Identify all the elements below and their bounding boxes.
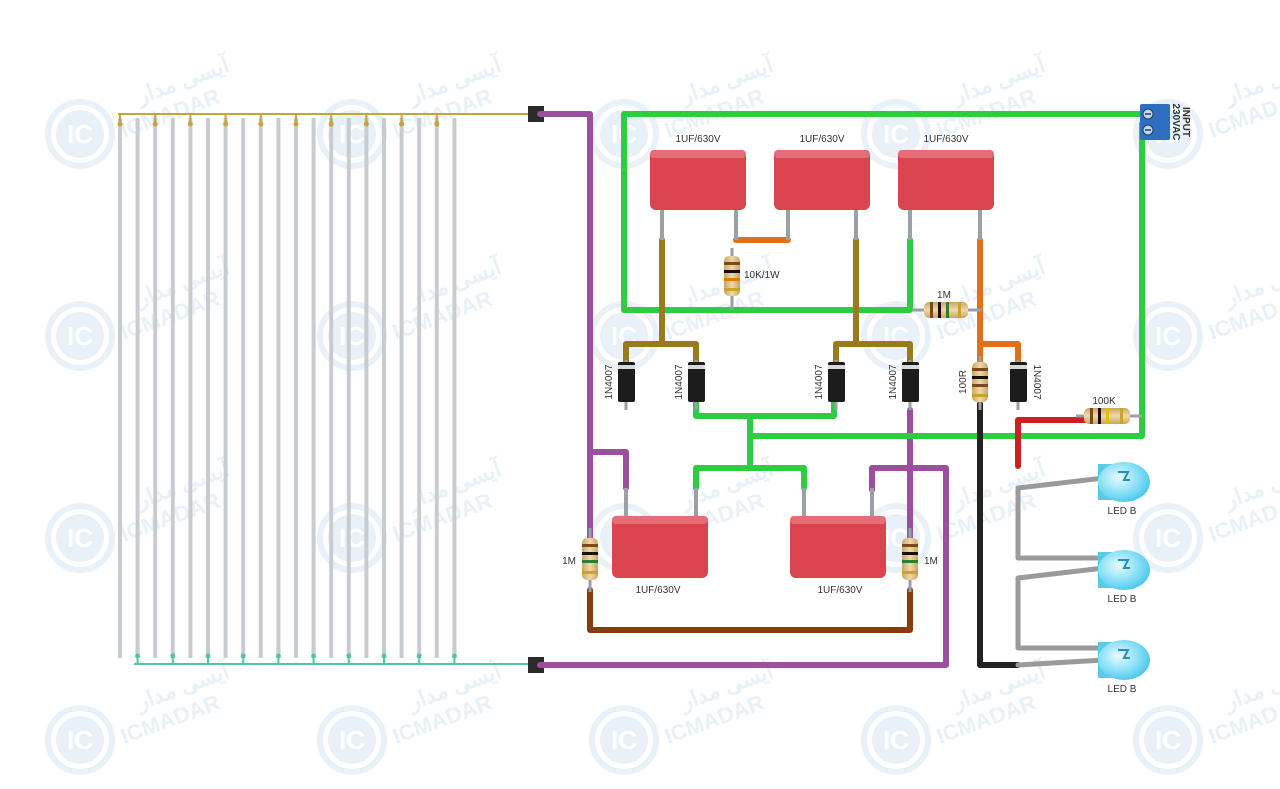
resistor-100k — [1076, 408, 1142, 424]
led-2-label: LED B — [1108, 594, 1137, 605]
grid-terminal-bottom — [528, 657, 544, 673]
red-wire — [1015, 417, 1093, 469]
diode-3-label: 1N4007 — [814, 364, 825, 399]
diode-4-label: 1N4007 — [888, 364, 899, 399]
diode-3 — [828, 360, 845, 410]
svg-text:IC: IC — [67, 321, 93, 351]
cap-top-2-label: 1UF/630V — [799, 134, 844, 145]
diode-5 — [1010, 360, 1027, 410]
led-1 — [1098, 462, 1150, 502]
diode-1-label: 1N4007 — [604, 364, 615, 399]
led-3 — [1098, 640, 1150, 680]
diode-2 — [688, 360, 705, 410]
diode-5-label: 1N4007 — [1031, 364, 1042, 399]
svg-text:IC: IC — [67, 119, 93, 149]
resistor-1m-left — [582, 528, 598, 592]
capacitor-bottom-2 — [790, 488, 886, 578]
capacitor-top-3 — [898, 150, 994, 240]
diode-2-label: 1N4007 — [674, 364, 685, 399]
res-100r-label: 100R — [958, 370, 969, 394]
cap-bottom-2-label: 1UF/630V — [817, 585, 862, 596]
svg-text:IC: IC — [67, 725, 93, 755]
svg-text:IC: IC — [883, 119, 909, 149]
svg-text:IC: IC — [611, 725, 637, 755]
brown-wire — [587, 587, 913, 633]
cap-bottom-1-label: 1UF/630V — [635, 585, 680, 596]
diode-4 — [902, 360, 919, 410]
capacitor-top-1 — [650, 150, 746, 240]
svg-text:IC: IC — [1155, 725, 1181, 755]
capacitor-top-2 — [774, 150, 870, 240]
input-label-line2: 230VAC — [1170, 103, 1181, 140]
black-wire — [977, 401, 1021, 668]
svg-text:IC: IC — [339, 119, 365, 149]
cap-top-3-label: 1UF/630V — [923, 134, 968, 145]
svg-text:IC: IC — [67, 523, 93, 553]
capacitor-bottom-1 — [612, 488, 708, 578]
resistor-100r — [972, 356, 988, 410]
res-10k-label: 10K/1W — [744, 270, 780, 281]
led-2 — [1098, 550, 1150, 590]
svg-text:IC: IC — [883, 725, 909, 755]
svg-text:IC: IC — [339, 725, 365, 755]
resistor-1m-right — [902, 528, 918, 592]
purple-wires — [537, 111, 949, 668]
input-label-line1: INPUT — [1180, 107, 1191, 137]
cap-top-1-label: 1UF/630V — [675, 134, 720, 145]
led-3-label: LED B — [1108, 684, 1137, 695]
svg-text:IC: IC — [339, 321, 365, 351]
svg-text:IC: IC — [1155, 523, 1181, 553]
res-1m-left-label: 1M — [562, 556, 576, 567]
olive-wires — [623, 237, 913, 365]
res-1m-right-label: 1M — [924, 556, 938, 567]
heater-grid — [117, 114, 457, 664]
svg-text:IC: IC — [1155, 321, 1181, 351]
svg-text:IC: IC — [339, 523, 365, 553]
resistor-1m-mid — [912, 302, 982, 318]
res-1m-mid-label: 1M — [937, 290, 951, 301]
diode-1 — [618, 360, 635, 410]
resistor-10k — [724, 248, 740, 310]
res-100k-label: 100K — [1092, 396, 1116, 407]
led-1-label: LED B — [1108, 506, 1137, 517]
led-wires — [1015, 475, 1107, 668]
grid-terminal-top — [528, 106, 544, 122]
input-terminal-block — [1140, 104, 1170, 140]
